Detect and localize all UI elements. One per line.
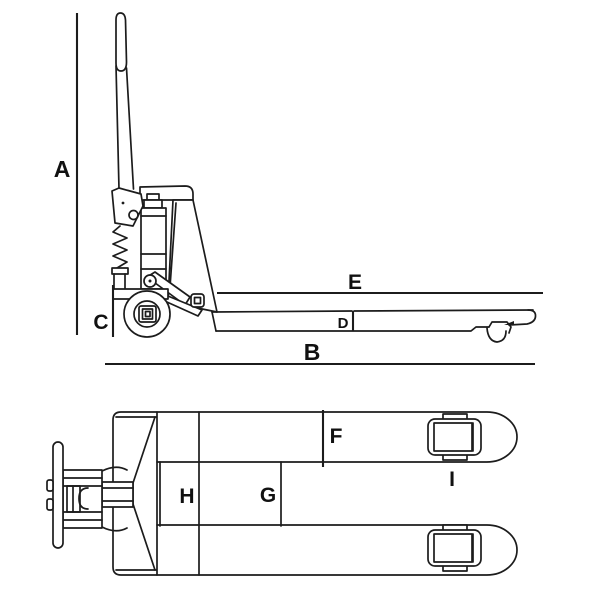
- dim-label-i: I: [449, 468, 455, 491]
- pump-head-top: [62, 469, 103, 529]
- dim-label-b: B: [304, 339, 321, 365]
- load-roller-top-plan: [427, 413, 482, 461]
- grip-tab-lower: [46, 498, 54, 511]
- grip-tab-upper: [46, 479, 54, 492]
- dim-label-c: C: [93, 311, 108, 334]
- load-roller-bottom-plan: [427, 524, 482, 572]
- dim-label-h: H: [179, 485, 194, 508]
- dim-label-e: E: [348, 271, 362, 294]
- dim-label-g: G: [260, 484, 276, 507]
- fork-top-plan: [156, 411, 518, 463]
- tiller-handle: [115, 12, 135, 190]
- fork-bottom-plan: [156, 524, 518, 576]
- dim-label-d: D: [338, 315, 349, 332]
- handle-grip: [115, 12, 128, 72]
- fork-tip: [508, 309, 537, 326]
- pump-spring: [111, 225, 129, 290]
- top-view: F I H G: [46, 410, 518, 576]
- fork-side-profile: [211, 309, 537, 343]
- grip-bar-plan: [52, 441, 64, 549]
- dim-label-f: F: [330, 425, 343, 448]
- fork-heel-bolt: [190, 293, 205, 308]
- load-roller: [486, 321, 514, 343]
- handle-pivot-head: [111, 187, 144, 227]
- frame-body-top: [112, 411, 158, 576]
- tiller-shaft-top: [101, 481, 134, 508]
- tiller-top-view: [46, 441, 134, 549]
- dim-label-a: A: [54, 156, 71, 182]
- steer-wheel: [123, 290, 171, 338]
- side-view: A: [54, 12, 543, 366]
